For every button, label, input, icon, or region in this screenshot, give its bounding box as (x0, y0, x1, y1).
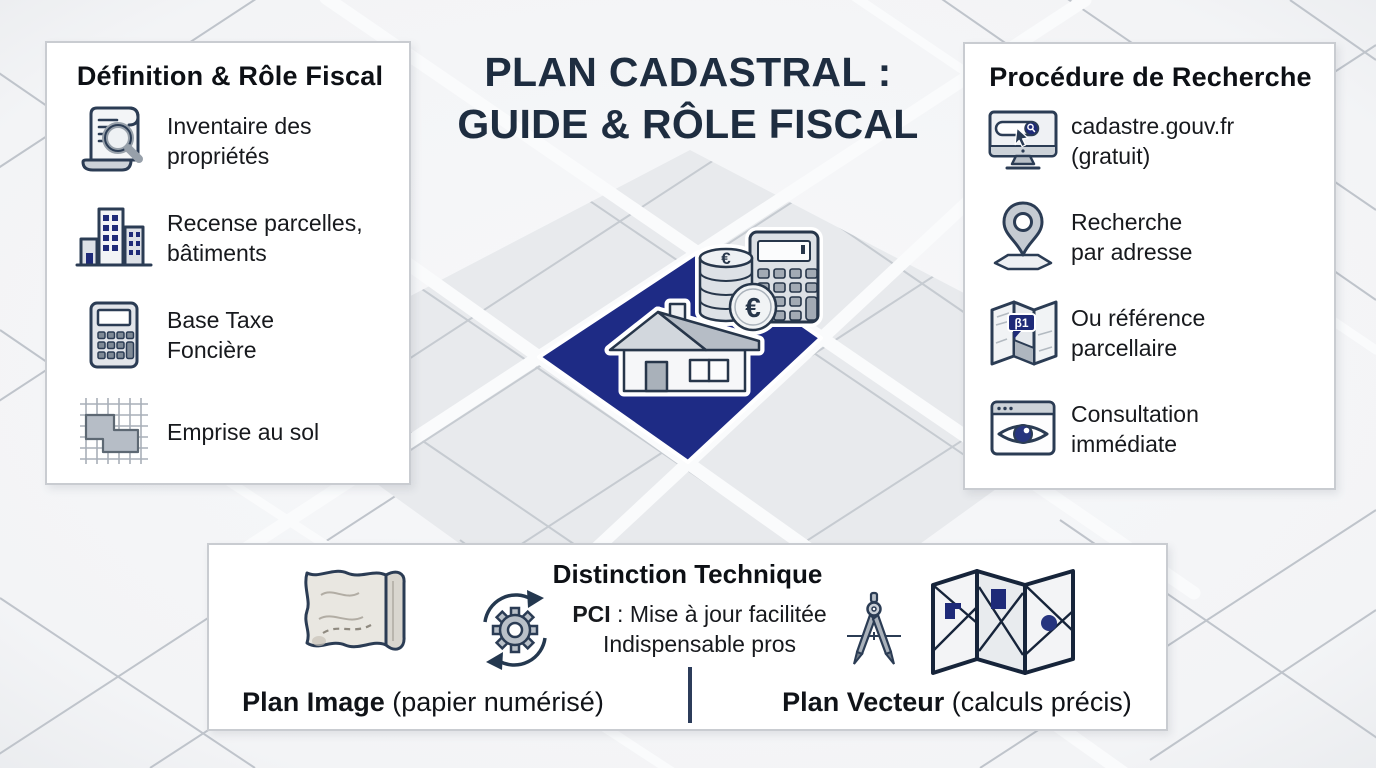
plan-image-desc: (papier numérisé) (384, 687, 604, 717)
item-line: parcellaire (1071, 335, 1178, 361)
document-magnifier-icon (61, 98, 167, 184)
list-item-adresse: Recherche par adresse (975, 189, 1326, 285)
vertical-divider (688, 667, 692, 723)
item-line: bâtiments (167, 239, 267, 266)
item-line: Consultation (1071, 401, 1199, 427)
list-item-inventaire: Inventaire des propriétés (61, 92, 399, 189)
list-item-cadastre-site: cadastre.gouv.fr (gratuit) (975, 93, 1326, 189)
svg-text:€: € (721, 249, 731, 268)
list-item-consultation: Consultation immédiate (975, 381, 1326, 477)
gear-sync-icon (471, 585, 559, 680)
monitor-search-icon (975, 101, 1071, 181)
list-item-text: Base Taxe Foncière (167, 305, 274, 365)
euro-coin: € (728, 282, 778, 332)
map-pin-icon (975, 197, 1071, 277)
item-line: immédiate (1071, 431, 1178, 457)
pci-text-line2: Indispensable pros (602, 631, 797, 657)
list-item-text: Consultation immédiate (1071, 399, 1199, 459)
item-line: Emprise au sol (167, 418, 320, 445)
item-line: (gratuit) (1071, 143, 1151, 169)
page-title-line2: GUIDE & RÔLE FISCAL (457, 101, 919, 147)
folded-map-icon: β1 (975, 293, 1071, 373)
item-line: propriétés (167, 142, 270, 169)
pci-text: : Mise à jour facilitée (610, 601, 827, 627)
recherche-panel-heading: Procédure de Recherche (989, 62, 1312, 92)
house-icon (604, 298, 765, 397)
list-item-text: Inventaire des propriétés (167, 111, 311, 171)
list-item-text: Ou référence parcellaire (1071, 303, 1205, 363)
browser-eye-icon (975, 389, 1071, 469)
item-line: par adresse (1071, 239, 1193, 265)
definition-panel-heading: Définition & Rôle Fiscal (76, 61, 384, 91)
svg-text:€: € (745, 292, 761, 323)
plan-vecteur-name: Plan Vecteur (782, 687, 945, 717)
list-item-text: cadastre.gouv.fr (gratuit) (1071, 111, 1234, 171)
distinction-heading: Distinction Technique (552, 559, 823, 589)
list-item-text: Recense parcelles, bâtiments (167, 208, 363, 268)
list-item-recense: Recense parcelles, bâtiments (61, 189, 399, 286)
recherche-panel: Procédure de Recherche (963, 42, 1336, 490)
calculator-icon (61, 295, 167, 375)
definition-panel: Définition & Rôle Fiscal Inventair (45, 41, 411, 485)
buildings-icon (61, 195, 167, 281)
pci-note: PCI : Mise à jour facilitée Indispensabl… (233, 599, 1166, 659)
drafting-compass-icon (845, 589, 903, 684)
parcel-reference-badge: β1 (1015, 316, 1029, 330)
item-line: cadastre.gouv.fr (1071, 113, 1235, 139)
list-item-taxe: Base Taxe Foncière (61, 286, 399, 383)
item-line: Recense parcelles, (167, 209, 363, 236)
land-footprint-icon (61, 390, 167, 474)
plan-image-name: Plan Image (242, 687, 385, 717)
plan-vecteur-desc: (calculs précis) (944, 687, 1132, 717)
page-title-line1: PLAN CADASTRAL : (484, 49, 892, 95)
item-line: Foncière (167, 336, 257, 363)
list-item-emprise: Emprise au sol (61, 383, 399, 480)
page-title: PLAN CADASTRAL : GUIDE & RÔLE FISCAL (0, 46, 1376, 150)
plan-image-label: Plan Image (papier numérisé) (209, 687, 637, 718)
item-line: Base Taxe (167, 306, 274, 333)
list-item-reference: β1 Ou référence parcellaire (975, 285, 1326, 381)
distinction-panel: Distinction Technique PCI : Mise à jour … (207, 543, 1168, 731)
euro-coins-calculator-icon: € € (695, 227, 823, 335)
item-line: Recherche (1071, 209, 1183, 235)
parchment-map-icon (289, 559, 421, 668)
item-line: Inventaire des (167, 112, 312, 139)
vector-map-icon (925, 559, 1081, 682)
plan-vecteur-label: Plan Vecteur (calculs précis) (737, 687, 1177, 718)
list-item-text: Emprise au sol (167, 417, 319, 447)
pci-label: PCI (572, 601, 611, 627)
list-item-text: Recherche par adresse (1071, 207, 1192, 267)
item-line: Ou référence (1071, 305, 1206, 331)
